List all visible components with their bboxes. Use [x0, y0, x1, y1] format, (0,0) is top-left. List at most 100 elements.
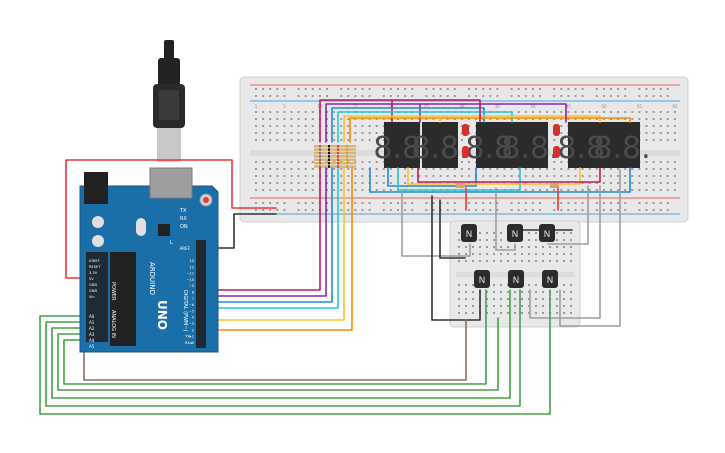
wire-green-a0[interactable]	[39, 289, 551, 415]
wire-gray[interactable]	[559, 169, 621, 327]
wire-yellow[interactable]	[407, 167, 581, 185]
breadboard-hole	[283, 88, 286, 90]
wire-cyan[interactable]	[397, 167, 521, 191]
breadboard-hole	[507, 305, 509, 307]
wire-green-a4[interactable]	[63, 289, 487, 385]
breadboard-hole	[446, 118, 449, 120]
seven-seg-display-6[interactable]	[604, 122, 640, 168]
seven-seg-display-1[interactable]	[384, 122, 420, 168]
wire-purple-d[interactable]	[203, 167, 327, 297]
breadboard-hole	[524, 182, 527, 184]
resistor[interactable]	[314, 151, 356, 155]
label-rx: RX	[180, 216, 187, 222]
breadboard-hole	[521, 260, 523, 262]
wire-gray[interactable]	[401, 189, 471, 257]
wire-cyan-d[interactable]	[203, 167, 339, 309]
wire-blue-d[interactable]	[203, 167, 333, 303]
breadboard-hole	[472, 260, 474, 262]
wire-magenta[interactable]	[391, 99, 481, 123]
usb-connector-grip	[159, 90, 179, 120]
breadboard-hole	[624, 88, 627, 90]
wire-gray[interactable]	[495, 187, 516, 251]
breadboard-hole	[418, 168, 421, 170]
breadboard-hole	[382, 209, 385, 211]
transistor-4[interactable]: N	[474, 270, 490, 288]
breadboard-hole	[333, 175, 336, 177]
usb-cable	[153, 40, 185, 162]
arduino-logo-text: ARDUINO	[148, 262, 156, 295]
digital-pin-wires	[203, 167, 353, 331]
wire-red-5v[interactable]	[65, 159, 277, 279]
wire-cyan[interactable]	[337, 111, 513, 143]
wire-orange[interactable]	[349, 117, 631, 143]
breadboard-hole	[354, 132, 357, 134]
resistor[interactable]	[314, 165, 356, 168]
resistor[interactable]	[314, 148, 356, 151]
wire-green-a2[interactable]	[51, 289, 511, 399]
transistor-2[interactable]: N	[507, 224, 523, 242]
led-red[interactable]	[462, 146, 469, 158]
seven-seg-display-5[interactable]	[568, 122, 604, 168]
resistor[interactable]	[314, 158, 356, 161]
wire-blue[interactable]	[369, 167, 631, 193]
transistor-5[interactable]: N	[508, 270, 524, 288]
breadboard-column-label: 55	[637, 104, 643, 109]
resistor[interactable]	[314, 162, 356, 165]
resistor[interactable]	[456, 183, 465, 188]
wire-blue[interactable]	[331, 107, 485, 143]
breadboard-hole	[521, 253, 523, 255]
breadboard-hole	[645, 182, 648, 184]
breadboard-hole	[486, 298, 488, 300]
seven-seg-display-4[interactable]	[512, 122, 548, 168]
breadboard-hole	[269, 118, 272, 120]
led-red[interactable]	[553, 124, 560, 136]
resistor[interactable]	[314, 155, 356, 158]
breadboard-hole	[276, 175, 279, 177]
led-red[interactable]	[462, 124, 469, 136]
wire-yellow-d[interactable]	[203, 167, 345, 321]
wire-magenta[interactable]	[417, 167, 601, 183]
led-red[interactable]	[553, 146, 560, 158]
breadboard-hole	[439, 182, 442, 184]
breadboard-hole	[458, 253, 460, 255]
breadboard-hole	[638, 95, 641, 97]
breadboard-hole	[517, 95, 520, 97]
breadboard-hole	[588, 175, 591, 177]
dc-barrel-jack	[84, 172, 108, 204]
breadboard-hole	[340, 209, 343, 211]
resistor[interactable]	[550, 183, 559, 188]
wire-gray[interactable]	[529, 185, 601, 319]
breadboard-hole	[389, 118, 392, 120]
wire-purple[interactable]	[325, 103, 421, 143]
resistor[interactable]	[314, 145, 356, 148]
wire-magenta-d[interactable]	[203, 167, 321, 291]
breadboard-hole	[290, 175, 293, 177]
breadboard-hole	[276, 95, 279, 97]
transistor-3[interactable]: N	[539, 224, 555, 242]
wire-magenta[interactable]	[319, 99, 393, 143]
transistor-6[interactable]: N	[542, 270, 558, 288]
breadboard-hole	[563, 253, 565, 255]
breadboard-hole	[368, 132, 371, 134]
wire-yellow[interactable]	[343, 115, 601, 143]
breadboard-hole	[333, 189, 336, 191]
breadboard-hole	[382, 189, 385, 191]
wire-brown-a5[interactable]	[83, 319, 467, 381]
breadboard-hole	[311, 168, 314, 170]
breadboard-hole	[347, 118, 350, 120]
wire-gray[interactable]	[547, 185, 589, 245]
wire-black[interactable]	[431, 195, 481, 321]
wire-green-a3[interactable]	[57, 317, 499, 391]
seven-seg-display-2[interactable]	[422, 122, 458, 168]
breadboard-hole	[333, 139, 336, 141]
arduino-uno-board[interactable]: ARDUINO UNO TX RX ON L POWER ANALOG IN D…	[79, 167, 219, 353]
wire-green-a1[interactable]	[45, 289, 521, 407]
wire-orange-d[interactable]	[203, 167, 353, 331]
transistor-1[interactable]: N	[461, 224, 477, 242]
breadboard-hole	[425, 168, 428, 170]
wire-blue[interactable]	[387, 167, 477, 187]
display-group-3: 8.8. 8.8.	[557, 122, 651, 168]
seven-seg-display-3[interactable]	[476, 122, 512, 168]
wire-purple[interactable]	[419, 103, 567, 123]
wire-black[interactable]	[439, 199, 466, 259]
